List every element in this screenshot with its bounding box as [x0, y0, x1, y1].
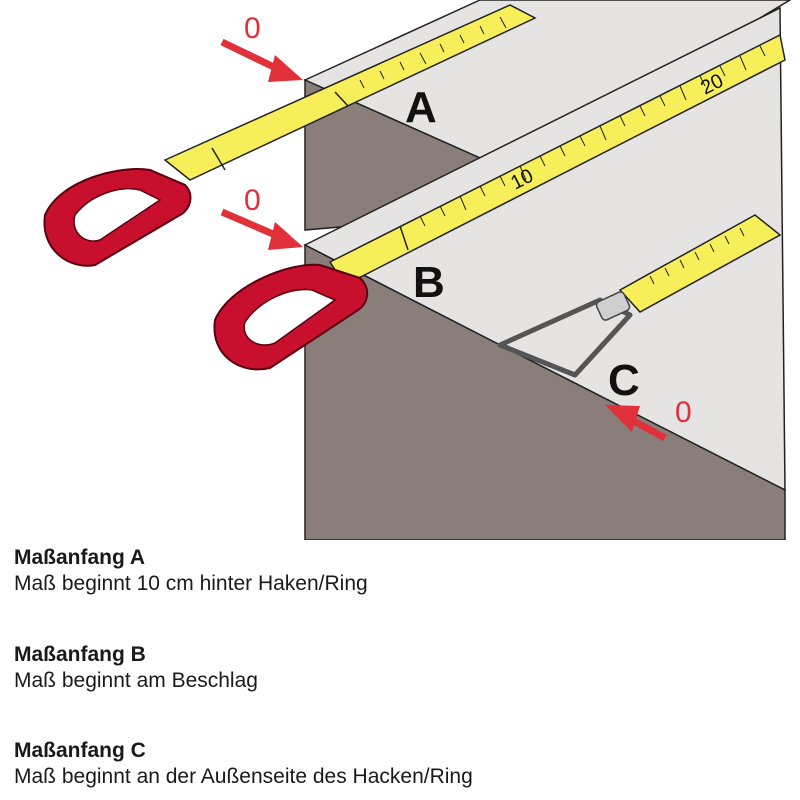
arrow-c	[605, 405, 667, 442]
legend-b-title: Maßanfang B	[14, 643, 146, 666]
measuring-tape-illustration: 10 20 0 0 0 A B C	[43, 0, 792, 540]
zero-mark-c: 0	[675, 396, 692, 429]
legend-c: Maßanfang C Maß beginnt an der Außenseit…	[14, 738, 473, 790]
arrow-b	[220, 208, 303, 250]
zero-mark-b: 0	[244, 184, 261, 217]
legend-c-desc: Maß beginnt an der Außenseite des Hacken…	[14, 765, 473, 788]
label-a: A	[405, 83, 437, 132]
arrow-a	[220, 38, 303, 82]
ring-c	[497, 291, 633, 378]
legend-b-desc: Maß beginnt am Beschlag	[14, 669, 258, 692]
legend-a: Maßanfang A Maß beginnt 10 cm hinter Hak…	[14, 545, 368, 597]
tape-a	[163, 4, 537, 181]
tape-c	[618, 214, 782, 313]
lower-slab	[303, 6, 786, 540]
legend-b: Maßanfang B Maß beginnt am Beschlag	[14, 642, 258, 694]
legend-a-title: Maßanfang A	[14, 546, 146, 569]
handle-a	[43, 168, 192, 267]
handle-b	[213, 263, 369, 371]
label-c: C	[608, 356, 640, 405]
legend-a-desc: Maß beginnt 10 cm hinter Haken/Ring	[14, 572, 368, 595]
zero-mark-a: 0	[244, 12, 261, 45]
label-b: B	[413, 258, 445, 307]
legend-c-title: Maßanfang C	[14, 739, 146, 762]
